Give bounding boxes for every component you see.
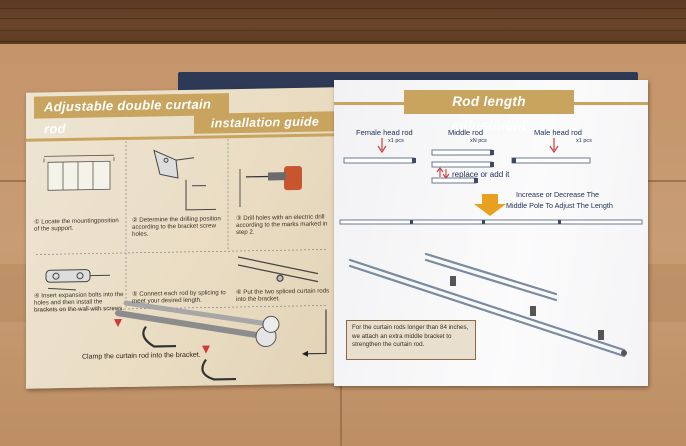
rod-joints bbox=[412, 150, 516, 183]
female-rod-qty: x1 pcs bbox=[388, 138, 404, 144]
long-rod-note: For the curtain rods longer than 84 inch… bbox=[346, 320, 476, 360]
bracket-illustration bbox=[153, 149, 195, 179]
wall-corner-illustration bbox=[185, 179, 216, 211]
frame-arrow-icon bbox=[302, 350, 308, 357]
installation-illustrations bbox=[36, 139, 327, 381]
red-down-arrows bbox=[377, 138, 559, 154]
right-title: Rod length adjustment bbox=[404, 90, 574, 133]
box-seam bbox=[340, 374, 342, 446]
window-illustration bbox=[43, 154, 115, 191]
right-page: Rod length adjustment Female head rod x1… bbox=[334, 80, 648, 386]
adjust-text-line1: Increase or Decrease The bbox=[516, 190, 599, 199]
rod-parts bbox=[343, 149, 591, 184]
rod-bracket-illustration bbox=[237, 256, 319, 283]
clamp-rod-illustration bbox=[114, 300, 280, 381]
middle-rod-label: Middle rod bbox=[448, 128, 484, 137]
step-4-text: ④ Insert expansion bolts into the holes … bbox=[34, 291, 125, 314]
orange-down-arrow-icon bbox=[474, 194, 506, 216]
rod-diagrams bbox=[339, 138, 643, 358]
middle-rod-qty: xN pcs bbox=[470, 138, 487, 144]
adjust-text-line2: Middle Pole To Adjust The Length bbox=[506, 201, 613, 210]
frame-corner-line bbox=[308, 309, 327, 355]
combined-rod-joints bbox=[410, 220, 561, 224]
replace-text: replace or add it bbox=[452, 170, 510, 179]
left-page: Adjustable double curtain rod installati… bbox=[26, 87, 336, 389]
combined-rod bbox=[339, 219, 643, 225]
replace-arrows-icon bbox=[436, 167, 450, 179]
step-5-text: ⑤ Connect each rod by splicing to meet y… bbox=[132, 289, 226, 306]
step-6-text: ⑥ Put the two spliced curtain rods into … bbox=[236, 287, 330, 304]
step-1-text: ① Locate the mountingposition of the sup… bbox=[34, 217, 119, 233]
right-title-line-left bbox=[334, 102, 404, 105]
drill-illustration bbox=[239, 165, 302, 207]
instruction-booklet: Adjustable double curtain rod installati… bbox=[26, 80, 648, 389]
step-2-text: ② Determine the drilling position accord… bbox=[132, 215, 221, 239]
female-rod-label: Female head rod bbox=[356, 128, 413, 137]
male-rod-qty: x1 pcs bbox=[576, 138, 592, 144]
double-rod-perspective bbox=[348, 252, 626, 358]
step-3-text: ③ Drill holes with an electric drill acc… bbox=[236, 213, 328, 237]
bracket-marks bbox=[450, 276, 627, 356]
expansion-bolt-illustration bbox=[45, 269, 110, 291]
right-title-line-right bbox=[574, 102, 648, 105]
male-rod-label: Male head rod bbox=[534, 128, 582, 137]
